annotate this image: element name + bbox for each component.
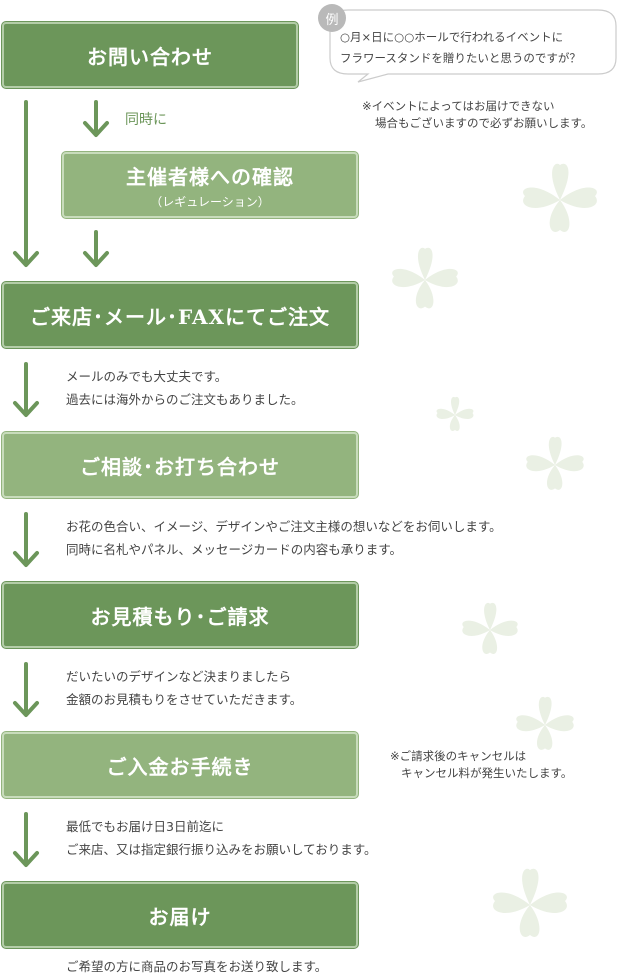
payment-desc-line-2: ご来店、又は指定銀行振り込みをお願いしております。 <box>66 842 377 857</box>
consult-desc-line-2: 同時に名札やパネル、メッセージカードの内容も承ります。 <box>66 542 403 557</box>
arrow-down-icon <box>13 100 39 267</box>
step-title: 主催者様への確認 <box>126 164 294 189</box>
leaf-decoration <box>436 396 474 431</box>
arrow-down-icon <box>13 662 39 717</box>
order-desc-line-2: 過去には海外からのご注文もありました。 <box>66 392 304 407</box>
example-badge: 例 <box>318 4 346 32</box>
note-event-line-1: ※イベントによってはお届けできない <box>362 99 555 113</box>
step-consultation: ご相談･お打ち合わせ <box>2 432 358 498</box>
arrow-down-icon <box>13 812 39 867</box>
step-subtitle: （レギュレーション） <box>150 194 270 209</box>
step-title: お問い合わせ <box>87 44 213 69</box>
step-organizer-confirmation: 主催者様への確認 （レギュレーション） <box>62 152 358 218</box>
arrow-down-icon <box>13 362 39 417</box>
note-cancel-line-2: キャンセル料が発生いたします。 <box>401 766 573 780</box>
leaf-decoration <box>523 163 597 232</box>
note-event-line-2: 場合もございますので必ずお願いします。 <box>375 116 593 130</box>
step-payment: ご入金お手続き <box>2 732 358 798</box>
leaf-decoration <box>493 868 567 937</box>
step-title: ご相談･お打ち合わせ <box>80 454 280 479</box>
leaf-decoration <box>516 696 574 750</box>
order-desc-line-1: メールのみでも大丈夫です。 <box>66 369 228 384</box>
consult-desc-line-1: お花の色合い、イメージ、デザインやご注文主様の想いなどをお伺いします。 <box>66 519 502 534</box>
arrow-down-icon <box>83 100 109 137</box>
note-cancel-line-1: ※ご請求後のキャンセルは <box>390 749 527 763</box>
arrow-down-icon <box>83 230 109 267</box>
step-order: ご来店･メール･FAXにてご注文 <box>2 282 358 348</box>
step-title: ご入金お手続き <box>106 754 254 779</box>
leaf-decoration <box>392 247 458 309</box>
example-line-1: ○月×日に○○ホールで行われるイベントに <box>340 30 564 44</box>
payment-desc-line-1: 最低でもお届け日3日前迄に <box>66 819 224 834</box>
arrow-down-icon <box>13 512 39 567</box>
step-title: お届け <box>148 904 212 929</box>
step-delivery: お届け <box>2 882 358 948</box>
simultaneous-label: 同時に <box>125 112 167 128</box>
step-title: ご来店･メール･FAXにてご注文 <box>29 304 331 329</box>
step-inquiry: お問い合わせ <box>2 22 298 88</box>
leaf-decoration <box>526 436 584 490</box>
step-title: お見積もり･ご請求 <box>90 604 270 629</box>
step-estimate: お見積もり･ご請求 <box>2 582 358 648</box>
leaf-decoration <box>462 602 518 654</box>
example-line-2: フラワースタンドを贈りたいと思うのですが？ <box>340 51 581 65</box>
delivery-desc-line-1: ご希望の方に商品のお写真をお送り致します。 <box>66 959 328 974</box>
estimate-desc-line-1: だいたいのデザインなど決まりましたら <box>66 669 292 684</box>
estimate-desc-line-2: 金額のお見積もりをさせていただきます。 <box>66 692 303 707</box>
